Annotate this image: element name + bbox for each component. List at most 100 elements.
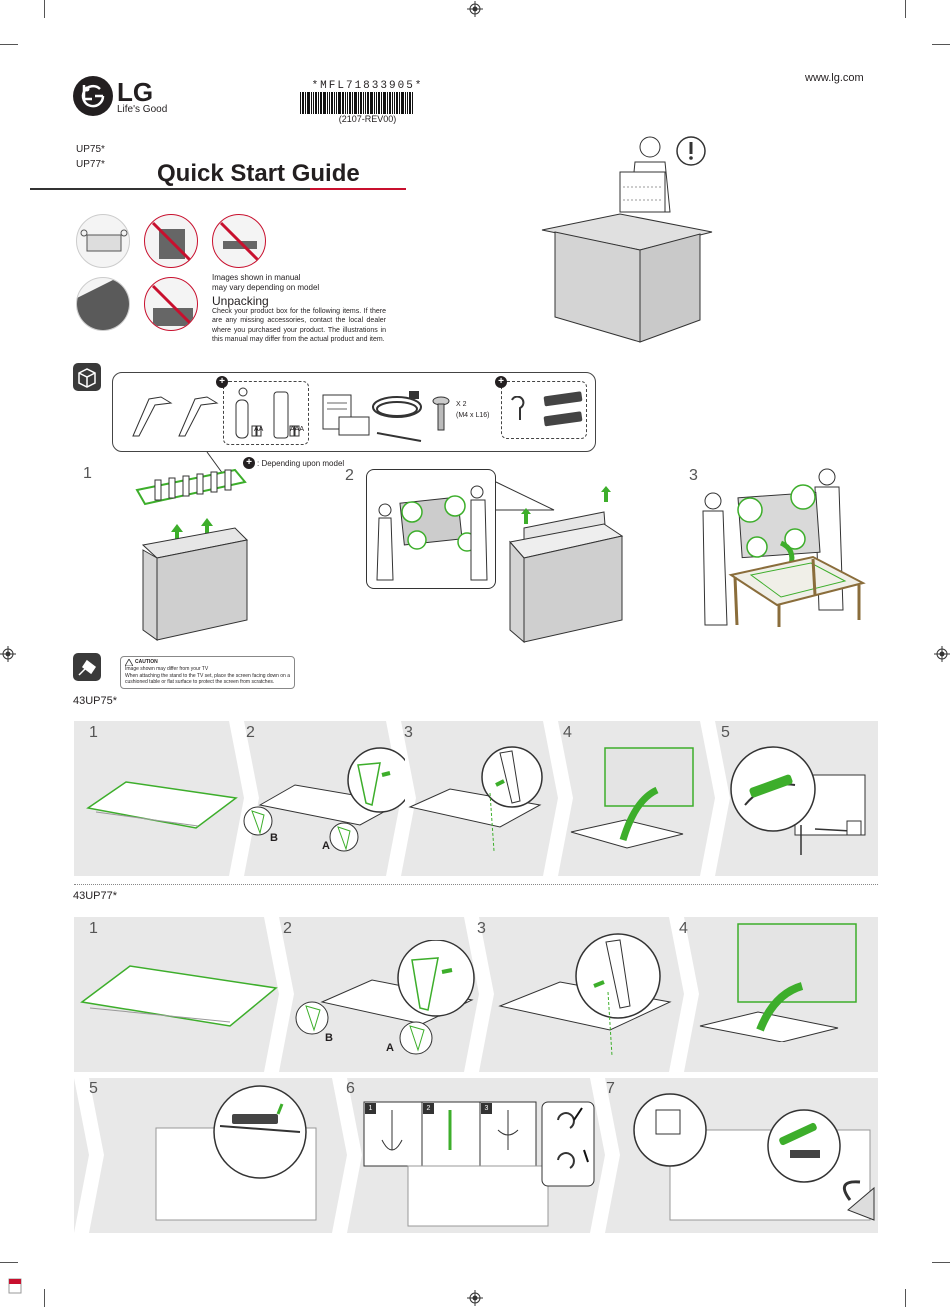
lg-logo-icon xyxy=(73,76,113,116)
battery-aa-label: AA xyxy=(254,426,264,433)
chevron-separators xyxy=(74,1078,620,1233)
image-vary-note: Images shown in manual may vary dependin… xyxy=(212,273,319,294)
revision-text: (2107-REV00) xyxy=(338,114,397,124)
cable-holder-steps-illustration xyxy=(363,1101,595,1227)
crop-mark xyxy=(0,44,18,45)
registration-mark-icon xyxy=(934,646,950,662)
barcode-bar xyxy=(365,92,366,114)
assembly-step-number: 2 xyxy=(283,920,292,937)
remote-box: AA AAA xyxy=(223,381,309,445)
caution-line: When attaching the stand to the TV set, … xyxy=(125,672,291,686)
crop-mark xyxy=(44,0,45,18)
carry-tv-two-people-icon xyxy=(76,214,130,268)
cable-management-box xyxy=(501,381,587,439)
model-code: UP77* xyxy=(76,159,105,170)
model-code: UP75* xyxy=(76,144,105,155)
battery-aaa-label: AAA xyxy=(290,426,305,433)
barcode-bar xyxy=(327,92,328,114)
unpacking-text: Check your product box for the following… xyxy=(212,308,386,344)
crop-mark xyxy=(905,0,906,18)
cable-holder-icon xyxy=(511,396,525,420)
assembly-step-number: 7 xyxy=(606,1080,615,1097)
crop-mark xyxy=(0,1262,18,1263)
barcode-bar xyxy=(363,92,364,114)
barcode-bar xyxy=(313,92,314,114)
barcode-bar xyxy=(358,92,359,114)
section-divider xyxy=(74,884,878,885)
tv-face-down-illustration xyxy=(80,965,278,1027)
registration-mark-icon xyxy=(467,1,483,17)
chevron-separators xyxy=(229,721,730,876)
no-lift-screen-icon xyxy=(212,214,266,268)
depending-note-text: : Depending upon model xyxy=(257,458,345,468)
barcode-bar xyxy=(381,92,382,114)
barcode-bar xyxy=(347,92,348,114)
handle-edge-icon xyxy=(76,277,130,331)
barcode-bar xyxy=(374,92,375,114)
cable-routing-illustration xyxy=(633,1093,875,1221)
barcode-bar xyxy=(367,92,369,114)
chevron-separators xyxy=(264,917,699,1072)
barcode-bar xyxy=(300,92,301,114)
unpack-step2-detail xyxy=(366,469,496,589)
barcode-block: *MFL71833905* (2107-REV00) xyxy=(300,80,435,124)
attach-legs-illustration xyxy=(243,747,405,852)
assembly-step-number: 3 xyxy=(404,724,413,741)
assembly-step-number: 4 xyxy=(563,724,572,741)
barcode-bar xyxy=(389,92,391,114)
attach-legs-illustration xyxy=(295,940,475,1055)
screw-icon xyxy=(432,396,450,431)
barcode-bar xyxy=(352,92,353,114)
title-divider xyxy=(30,188,310,190)
no-press-screen-icon xyxy=(144,277,198,331)
sub-step-number: 1 xyxy=(365,1103,376,1114)
barcode-bar xyxy=(387,92,388,114)
section-model-label: 43UP77* xyxy=(73,890,118,902)
barcode-bar xyxy=(338,92,341,114)
barcode-bar xyxy=(383,92,386,114)
sub-step-number: 2 xyxy=(423,1103,434,1114)
optional-plus-icon: + xyxy=(243,457,255,469)
crop-mark xyxy=(905,1289,906,1307)
crop-mark xyxy=(932,44,950,45)
barcode-bar xyxy=(396,92,398,114)
warning-triangle-icon xyxy=(125,659,133,666)
screw-legs-illustration xyxy=(408,746,543,852)
leg-a-label: A xyxy=(386,1042,394,1054)
assembly-step-number: 6 xyxy=(346,1080,355,1097)
cable-management-clips-icon xyxy=(543,391,583,427)
unpack-step-number: 2 xyxy=(345,467,354,484)
unpack-step1-illustration xyxy=(135,451,249,641)
unpack-step-number: 3 xyxy=(689,467,698,484)
barcode-bar xyxy=(320,92,322,114)
stand-tv-upright-illustration xyxy=(699,923,857,1042)
barcode-bar xyxy=(394,92,395,114)
barcode-bar xyxy=(354,92,357,114)
assembly-step-number: 5 xyxy=(89,1080,98,1097)
section-model-label: 43UP75* xyxy=(73,695,118,707)
lift-tv-out-illustration xyxy=(376,485,488,581)
assembly-step-number: 1 xyxy=(89,724,98,741)
manual-documents-icon xyxy=(322,394,370,436)
brand-tagline: Life's Good xyxy=(117,104,168,115)
leg-a-label: A xyxy=(322,840,330,852)
website-link[interactable]: www.lg.com xyxy=(805,72,864,84)
assembly-step-number: 4 xyxy=(679,920,688,937)
pdf-file-icon xyxy=(8,1278,22,1294)
registration-mark-icon xyxy=(467,1290,483,1306)
brand-name: LG xyxy=(117,77,154,107)
barcode-bar xyxy=(409,92,411,114)
barcode-bar xyxy=(345,92,346,114)
barcode-bar xyxy=(392,92,393,114)
barcode-bar xyxy=(329,92,330,114)
box-icon xyxy=(73,363,101,391)
barcode-bar xyxy=(323,92,326,114)
lg-logo: LG Life's Good xyxy=(73,76,167,116)
barcode-bar xyxy=(307,92,310,114)
barcode-bar xyxy=(370,92,373,114)
cable-management-attach-illustration xyxy=(155,1085,317,1221)
warning-exclamation-icon xyxy=(676,136,706,166)
note-line: may vary depending on model xyxy=(212,283,320,293)
caution-line: Image shown may differ from your TV xyxy=(125,666,209,672)
remote-controls-icon xyxy=(235,387,300,439)
